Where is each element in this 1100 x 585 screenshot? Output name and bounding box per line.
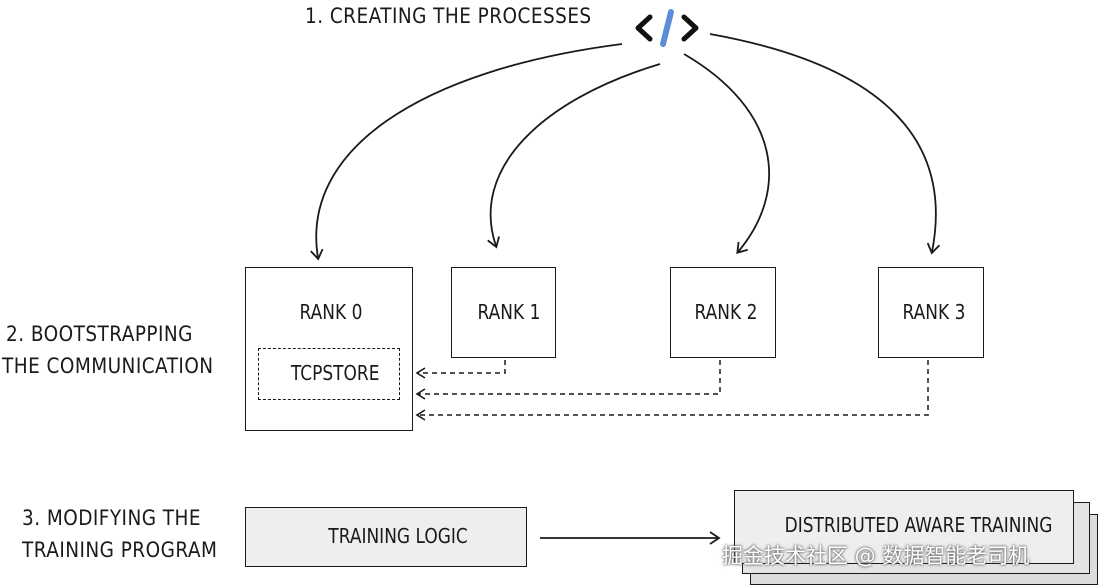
tcpstore-label: TCPSTORE	[290, 361, 380, 385]
rank-3-label: RANK 3	[902, 300, 966, 324]
tcpstore-box: TCPSTORE	[258, 348, 400, 400]
step-3-label-line-2: TRAINING PROGRAM	[22, 538, 218, 562]
rank-2-box: RANK 2	[670, 267, 776, 358]
bootstrap-arrow-rank-1	[415, 360, 506, 379]
training-logic-box: TRAINING LOGIC	[245, 507, 527, 567]
spawn-arrow-rank-3	[709, 33, 941, 255]
distributed-aware-training-box: DISTRIBUTED AWARE TRAINING	[734, 490, 1074, 564]
bootstrap-arrow-rank-3	[415, 360, 929, 421]
distributed-aware-training-label: DISTRIBUTED AWARE TRAINING	[784, 513, 1053, 537]
step-3-label-line-1: 3. MODIFYING THE	[22, 506, 201, 530]
step-1-label: 1. CREATING THE PROCESSES	[305, 4, 592, 28]
step-2-label-line-1: 2. BOOTSTRAPPING	[6, 322, 193, 346]
spawn-arrow-rank-0	[310, 43, 623, 261]
rank-1-label: RANK 1	[477, 300, 541, 324]
spawn-arrow-rank-2	[683, 53, 770, 255]
rank-0-label: RANK 0	[299, 300, 363, 324]
bootstrap-arrow-rank-2	[415, 360, 721, 400]
watermark: 掘金技术社区 @ 数据智能老司机	[722, 544, 1030, 568]
code-icon	[634, 8, 700, 48]
training-logic-label: TRAINING LOGIC	[328, 524, 468, 548]
step-2-label-line-2: THE COMMUNICATION	[2, 354, 214, 378]
rank-1-box: RANK 1	[451, 267, 556, 358]
rank-2-label: RANK 2	[694, 300, 758, 324]
spawn-arrow-rank-1	[487, 63, 661, 249]
rank-0-box: RANK 0 TCPSTORE	[245, 267, 413, 431]
rank-3-box: RANK 3	[878, 267, 984, 358]
